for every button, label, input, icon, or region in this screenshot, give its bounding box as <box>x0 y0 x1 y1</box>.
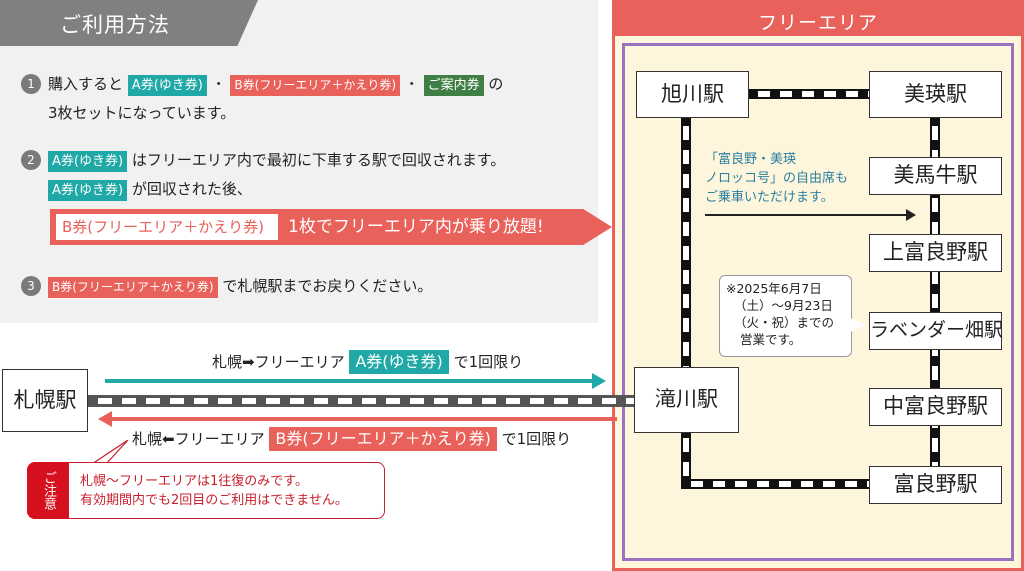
step-1-prefix: 購入すると <box>48 75 124 93</box>
station-furano: 富良野駅 <box>869 466 1002 504</box>
outbound-suffix: で1回限り <box>453 353 524 371</box>
banner-ticket-label: B券(フリーエリア＋かえり券) <box>56 214 278 240</box>
norokko-note-line-2: ノロッコ号」の自由席も <box>705 171 849 186</box>
caution-box <box>27 462 385 519</box>
step-1-suffix: の <box>488 75 504 93</box>
step-1-line-1: 購入すると A券(ゆき券) ・ B券(フリーエリア＋かえり券) ・ ご案内券 の <box>48 73 503 96</box>
outbound-arrow-line <box>105 379 595 383</box>
station-takikawa: 滝川駅 <box>634 367 739 433</box>
banner-text: 1枚でフリーエリア内が乗り放題! <box>288 217 544 237</box>
outbound-label: 札幌➡フリーエリア A券(ゆき券) で1回限り <box>212 350 523 374</box>
step-1-badge: 1 <box>21 74 41 94</box>
arrow-left-icon <box>98 411 112 427</box>
lavender-note-line-1: ※2025年6月7日 <box>726 281 822 296</box>
tag-guide-ticket: ご案内券 <box>423 75 484 96</box>
station-bibaushi: 美馬牛駅 <box>869 157 1002 195</box>
station-biei: 美瑛駅 <box>869 71 1002 118</box>
norokko-arrow-line <box>705 214 910 216</box>
lavender-note-bubble: ※2025年6月7日 （土）〜9月23日 （火・祝）までの 営業です。 <box>719 275 852 357</box>
caution-line-2: 有効期間内でも2回目のご利用はできません。 <box>80 493 348 508</box>
station-lavender-farm: ラベンダー畑駅 <box>869 312 1003 350</box>
step-2-line-2: A券(ゆき券) が回収された後、 <box>48 178 252 201</box>
track-asahikawa-takikawa-furano <box>681 116 691 486</box>
norokko-note-line-3: ご乗車いただけます。 <box>705 190 834 205</box>
track-asahikawa-biei <box>748 89 872 99</box>
station-asahikawa: 旭川駅 <box>636 71 749 118</box>
step-3-badge: 3 <box>21 276 41 296</box>
step-2-badge: 2 <box>21 150 41 170</box>
station-kamifurano: 上富良野駅 <box>869 234 1002 272</box>
inbound-ticket-tag: B券(フリーエリア＋かえり券) <box>269 427 497 451</box>
caution-pointer <box>92 440 129 464</box>
tag-b-ticket: B券(フリーエリア＋かえり券) <box>48 277 218 298</box>
arrow-right-icon <box>592 373 606 389</box>
caution-text: 札幌〜フリーエリアは1往復のみです。 有効期間内でも2回目のご利用はできません。 <box>80 472 348 510</box>
track-sapporo-takikawa <box>88 395 635 407</box>
usage-header <box>0 0 258 46</box>
station-sapporo: 札幌駅 <box>2 369 88 432</box>
inbound-suffix: で1回限り <box>501 430 572 448</box>
step-2-text-1: はフリーエリア内で最初に下車する駅で回収されます。 <box>131 151 506 169</box>
lavender-note-line-3: （火・祝）までの <box>734 315 835 330</box>
inbound-label: 札幌⬅フリーエリア B券(フリーエリア＋かえり券) で1回限り <box>132 427 571 451</box>
caution-label: ご注意 <box>27 462 69 519</box>
step-3-line: B券(フリーエリア＋かえり券) で札幌駅までお戻りください。 <box>48 275 432 298</box>
usage-title: ご利用方法 <box>60 13 170 37</box>
station-nakafurano: 中富良野駅 <box>869 388 1002 426</box>
inbound-arrow-line <box>112 417 617 421</box>
norokko-note: 「富良野・美瑛 ノロッコ号」の自由席も ご乗車いただけます。 <box>705 150 848 207</box>
lavender-note-line-2: （土）〜9月23日 <box>734 298 833 313</box>
lavender-note-line-4: 営業です。 <box>740 332 802 347</box>
inbound-direction: 札幌⬅フリーエリア <box>132 430 265 448</box>
tag-a-ticket: A券(ゆき券) <box>127 75 207 96</box>
separator: ・ <box>211 77 226 93</box>
free-area-title: フリーエリア <box>757 12 878 34</box>
track-to-furano <box>681 479 873 489</box>
step-3-text: で札幌駅までお戻りください。 <box>222 277 433 295</box>
track-biei-furano <box>930 116 940 486</box>
separator: ・ <box>404 77 419 93</box>
norokko-note-line-1: 「富良野・美瑛 <box>705 152 797 167</box>
outbound-ticket-tag: A券(ゆき券) <box>349 350 449 374</box>
tag-a-ticket: A券(ゆき券) <box>48 180 128 201</box>
step-1-line-2: 3枚セットになっています。 <box>48 104 236 122</box>
outbound-direction: 札幌➡フリーエリア <box>212 353 345 371</box>
step-2-line-1: A券(ゆき券) はフリーエリア内で最初に下車する駅で回収されます。 <box>48 149 505 172</box>
step-2-text-2: が回収された後、 <box>131 180 252 198</box>
caution-line-1: 札幌〜フリーエリアは1往復のみです。 <box>80 474 308 489</box>
tag-a-ticket: A券(ゆき券) <box>48 151 128 172</box>
free-area-border <box>622 43 1014 561</box>
tag-b-ticket: B券(フリーエリア＋かえり券) <box>230 75 401 96</box>
arrow-right-icon <box>906 209 916 221</box>
